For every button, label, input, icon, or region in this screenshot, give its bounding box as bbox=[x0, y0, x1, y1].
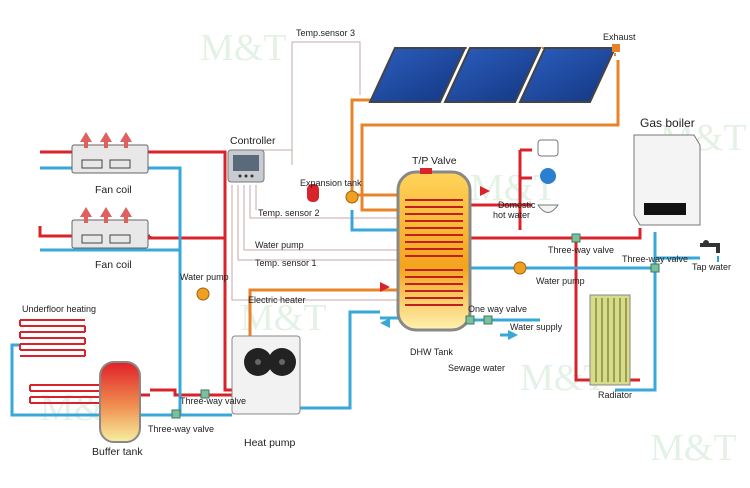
label-water-pump-right: Water pump bbox=[536, 276, 585, 286]
buffer-hot bbox=[150, 388, 232, 397]
bathtub-icon bbox=[537, 139, 559, 157]
label-gas-boiler: Gas boiler bbox=[640, 116, 695, 130]
one-way-valve-icon bbox=[483, 315, 493, 325]
flow-arrows bbox=[380, 186, 518, 340]
pump-icons bbox=[196, 190, 527, 301]
label-controller: Controller bbox=[230, 135, 276, 147]
radiator-unit bbox=[589, 294, 631, 386]
label-radiator: Radiator bbox=[598, 390, 632, 400]
label-water-supply: Water supply bbox=[510, 322, 563, 332]
sewage-valve-icon bbox=[465, 315, 475, 325]
label-tap-water: Tap water bbox=[692, 262, 731, 272]
label-tp-valve: T/P Valve bbox=[412, 155, 457, 167]
three-way-valve-buffer-icon bbox=[171, 409, 181, 419]
label-three-way-valve-boiler: Three-way valve bbox=[548, 245, 614, 255]
dhw-tank bbox=[396, 168, 472, 332]
tap bbox=[700, 240, 720, 262]
water-pump-center-icon bbox=[513, 261, 527, 275]
radiator-return bbox=[470, 266, 657, 392]
solar-panels bbox=[368, 47, 617, 103]
water-supply-arrow bbox=[508, 330, 518, 340]
temp-sensor-3-wire bbox=[292, 41, 361, 95]
exhaust-valve bbox=[612, 44, 620, 52]
label-buffer-tank: Buffer tank bbox=[92, 446, 143, 458]
watermark: M&T bbox=[240, 297, 327, 339]
water-pump-wire bbox=[243, 185, 400, 251]
temp-sensor-1-wire bbox=[237, 185, 400, 261]
buffer-tank bbox=[99, 361, 141, 443]
solar-panel bbox=[443, 47, 542, 103]
domestic-fixtures bbox=[537, 139, 559, 213]
label-electric-heater: Electric heater bbox=[248, 295, 306, 305]
label-temp-sensor-1: Temp. sensor 1 bbox=[255, 258, 317, 268]
label-exhaust: Exhaust bbox=[603, 32, 636, 42]
three-way-valve-right-icon bbox=[650, 263, 660, 273]
solar-panel bbox=[368, 47, 467, 103]
labels: Temp.sensor 3 Exhaust Controller Gas boi… bbox=[22, 28, 731, 458]
label-dhw-tank: DHW Tank bbox=[410, 347, 453, 357]
label-three-way-valve-right: Three-way valve bbox=[622, 254, 688, 264]
label-heat-pump: Heat pump bbox=[244, 437, 296, 449]
heat-in-arrow bbox=[380, 282, 390, 292]
water-pump-solar-icon bbox=[345, 190, 359, 204]
solar-panel bbox=[518, 47, 617, 103]
fan-coil-unit bbox=[71, 132, 149, 174]
expansion-tank bbox=[307, 184, 319, 202]
label-one-way-valve: One way valve bbox=[468, 304, 527, 314]
label-temp-sensor-2: Temp. sensor 2 bbox=[258, 208, 320, 218]
sensor-wires bbox=[231, 41, 400, 301]
three-way-valve-boiler-icon bbox=[571, 233, 581, 243]
label-fan-coil-top: Fan coil bbox=[95, 184, 132, 196]
label-sewage-water: Sewage water bbox=[448, 363, 505, 373]
label-three-way-valve-heatpump: Three-way valve bbox=[180, 396, 246, 406]
watermark: M&T bbox=[650, 427, 737, 469]
temp-sensor-2-wire bbox=[249, 185, 400, 219]
cold-out-arrow bbox=[380, 318, 390, 328]
label-water-pump-left: Water pump bbox=[180, 272, 229, 282]
label-underfloor-heating: Underfloor heating bbox=[22, 304, 96, 314]
cold-pipes bbox=[10, 166, 700, 417]
heat-pump-unit bbox=[231, 335, 301, 415]
label-fan-coil-bottom: Fan coil bbox=[95, 259, 132, 271]
label-water-pump-center: Water pump bbox=[255, 240, 304, 250]
three-way-valve-heatpump-icon bbox=[200, 389, 210, 399]
underfloor-heating-coil bbox=[19, 319, 108, 404]
label-temp-sensor-3: Temp.sensor 3 bbox=[296, 28, 355, 38]
water-pump-left-icon bbox=[196, 287, 210, 301]
gas-boiler-unit bbox=[633, 134, 701, 226]
electric-heater-wire bbox=[231, 185, 400, 301]
controller bbox=[227, 149, 265, 183]
valve-icons bbox=[171, 233, 660, 419]
sink-icon bbox=[537, 204, 559, 213]
watermark: M&T bbox=[200, 27, 287, 69]
label-three-way-valve-buffer: Three-way valve bbox=[148, 424, 214, 434]
fan-coil-top-hot bbox=[40, 150, 232, 392]
label-expansion-tank: Expansion tank bbox=[300, 178, 362, 188]
hot-water-out-arrow bbox=[480, 186, 490, 196]
fan-coil-unit bbox=[71, 207, 149, 249]
label-domestic-hot-water: Domestic hot water bbox=[493, 200, 538, 220]
shower-icon bbox=[540, 168, 556, 184]
